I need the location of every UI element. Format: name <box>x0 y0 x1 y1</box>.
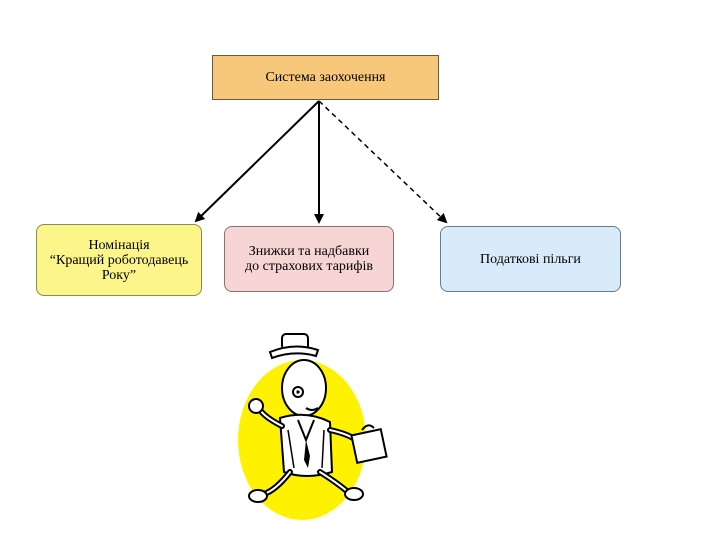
connector-root-to-child-1 <box>196 101 319 221</box>
suit-icon <box>280 415 332 476</box>
head-icon <box>282 360 326 416</box>
child-node-employer-award: Номінація “Кращий роботодавець Року” <box>36 224 202 296</box>
root-node-label: Система заохочення <box>265 70 385 85</box>
child-node-tax-benefits: Податкові пільги <box>440 226 621 292</box>
child-node-employer-award-label: Номінація “Кращий роботодавець Року” <box>50 238 188 283</box>
child-node-insurance-discounts: Знижки та надбавки до страхових тарифів <box>224 226 394 292</box>
businessman-running-icon <box>236 322 396 522</box>
root-node: Система заохочення <box>212 55 439 100</box>
hat-icon <box>270 334 318 358</box>
child-node-tax-benefits-label: Податкові пільги <box>480 252 581 267</box>
connector-root-to-child-3 <box>319 101 446 222</box>
child-node-insurance-discounts-label: Знижки та надбавки до страхових тарифів <box>245 244 373 274</box>
